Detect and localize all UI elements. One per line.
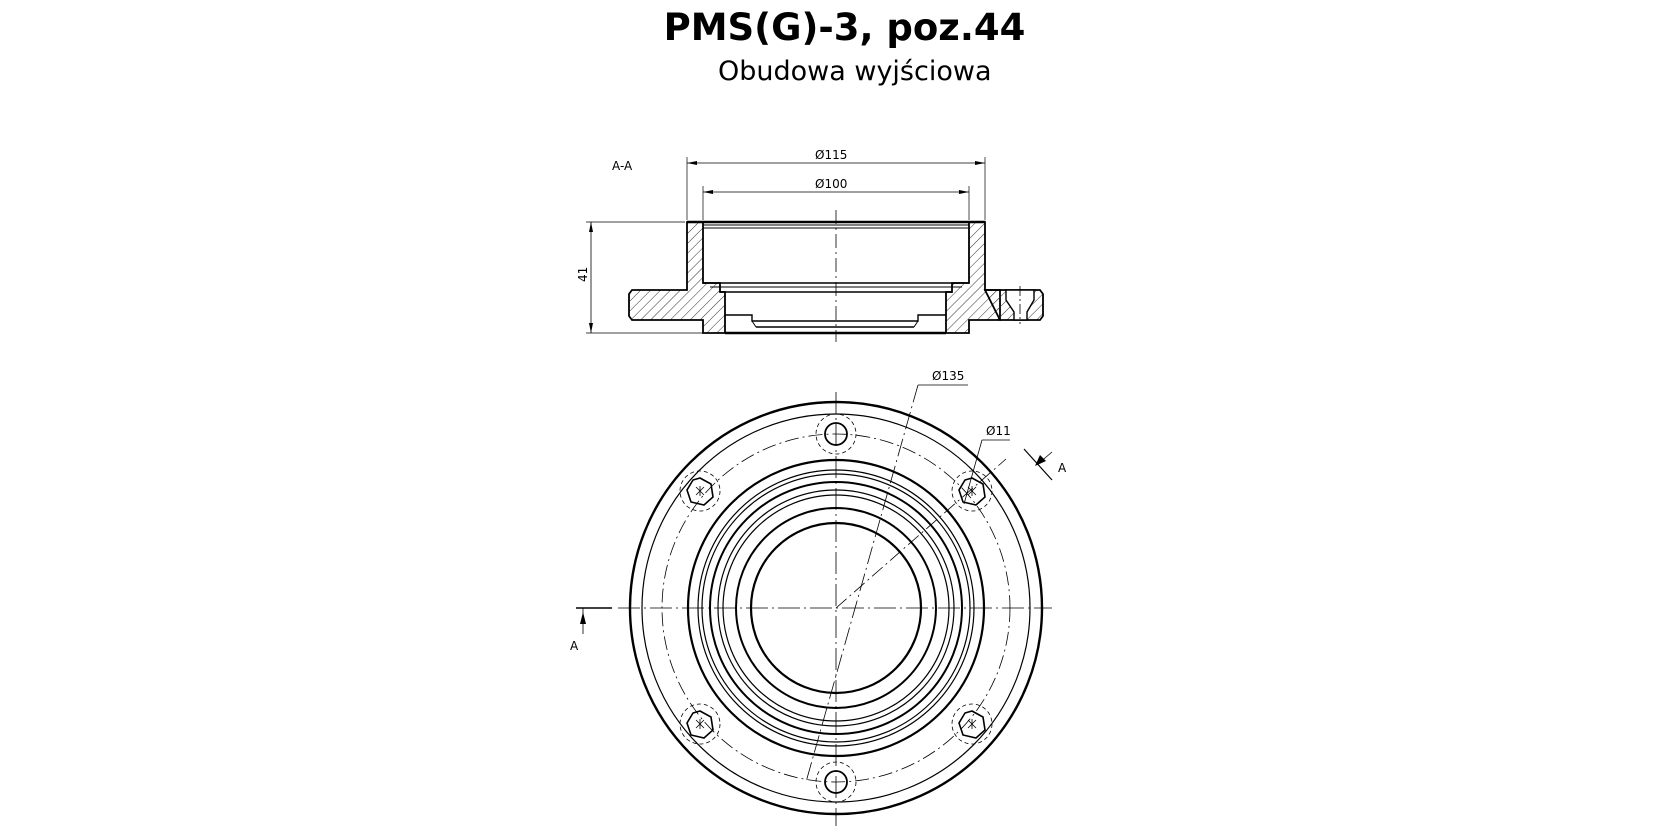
bolt-hole-bottom (815, 761, 857, 803)
drawing-subtitle: Obudowa wyjściowa (718, 56, 992, 87)
section-mark-right: A (1058, 461, 1067, 475)
right-hatched-wall (945, 221, 1001, 334)
drawing-title-text: PMS(G)-3, poz.44 (663, 6, 1026, 49)
bolt-hole-upper-left (679, 470, 721, 512)
bolt-hole-top (815, 413, 857, 455)
bolt-hole-lower-right (951, 703, 993, 745)
dim-h41: 41 (576, 267, 590, 282)
dim-d11: Ø11 (986, 424, 1011, 438)
dim-d135: Ø135 (932, 369, 964, 383)
left-hatched-wall (628, 221, 726, 334)
section-view: A-A Ø115 (576, 148, 1044, 342)
drawing-title: PMS(G)-3, poz.44 (0, 6, 1653, 49)
dim-d100: Ø100 (815, 177, 847, 191)
section-mark-left: A (570, 639, 579, 653)
plan-view: Ø135 Ø11 A A (570, 369, 1067, 826)
section-label: A-A (612, 159, 633, 173)
bolt-hole-lower-left (679, 703, 721, 745)
dim-d115: Ø115 (815, 148, 847, 162)
bolt-hole-upper-right (951, 470, 993, 512)
